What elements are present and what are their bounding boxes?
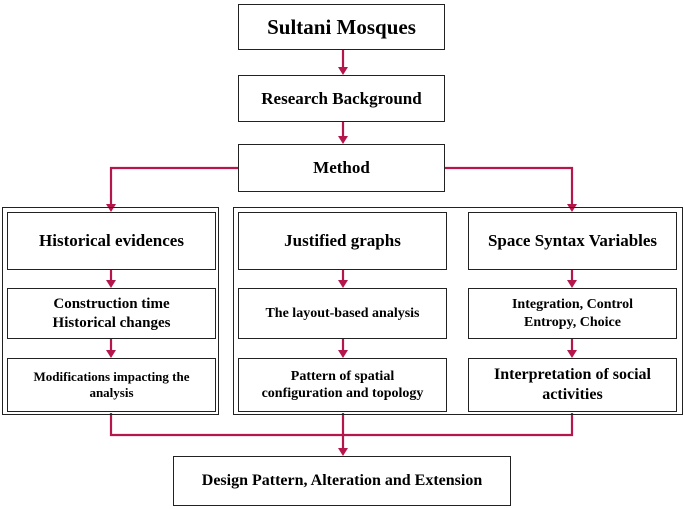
node-construction-time: Construction time Historical changes: [7, 288, 216, 339]
node-label: Integration, Control Entropy, Choice: [511, 297, 634, 330]
node-label: Space Syntax Variables: [487, 231, 658, 251]
arrowhead: [106, 204, 116, 212]
arrowhead: [106, 350, 116, 358]
node-label: Historical evidences: [39, 231, 184, 251]
edge-method-syntax: [445, 166, 574, 205]
node-sultani-mosques: Sultani Mosques: [238, 4, 445, 50]
node-label: Method: [313, 158, 370, 178]
node-spatial-pattern: Pattern of spatial configuration and top…: [238, 358, 447, 412]
node-layout-analysis: The layout-based analysis: [238, 288, 447, 339]
node-interpretation: Interpretation of social activities: [468, 358, 677, 412]
node-label: The layout-based analysis: [265, 305, 420, 321]
node-research-background: Research Background: [238, 75, 445, 122]
node-label: Interpretation of social activities: [493, 366, 651, 403]
arrowhead: [106, 280, 116, 288]
node-label: Sultani Mosques: [267, 14, 416, 39]
node-label: Pattern of spatial configuration and top…: [261, 368, 424, 402]
historical-group-frame: [2, 207, 219, 415]
node-design-pattern: Design Pattern, Alteration and Extension: [173, 456, 511, 506]
arrowhead: [338, 448, 348, 456]
arrowhead: [567, 350, 577, 358]
arrowhead: [567, 204, 577, 212]
node-modifications: Modifications impacting the analysis: [7, 358, 216, 412]
arrowhead: [338, 350, 348, 358]
edge-merge-bottom: [109, 413, 574, 437]
arrowhead: [567, 280, 577, 288]
node-label: Justified graphs: [284, 231, 401, 251]
node-label: Design Pattern, Alteration and Extension: [201, 472, 483, 489]
node-label: Modifications impacting the analysis: [33, 368, 190, 400]
node-justified-graphs: Justified graphs: [238, 212, 447, 270]
node-label: Construction time Historical changes: [52, 295, 171, 331]
arrowhead: [338, 67, 348, 75]
arrowhead: [338, 280, 348, 288]
node-historical-evidences: Historical evidences: [7, 212, 216, 270]
node-space-syntax-variables: Space Syntax Variables: [468, 212, 677, 270]
node-method: Method: [238, 144, 445, 192]
node-integration-control: Integration, Control Entropy, Choice: [468, 288, 677, 339]
node-label: Research Background: [261, 88, 422, 108]
edge-method-historical: [109, 166, 238, 205]
analysis-group-frame: [233, 207, 683, 415]
arrowhead: [338, 136, 348, 144]
